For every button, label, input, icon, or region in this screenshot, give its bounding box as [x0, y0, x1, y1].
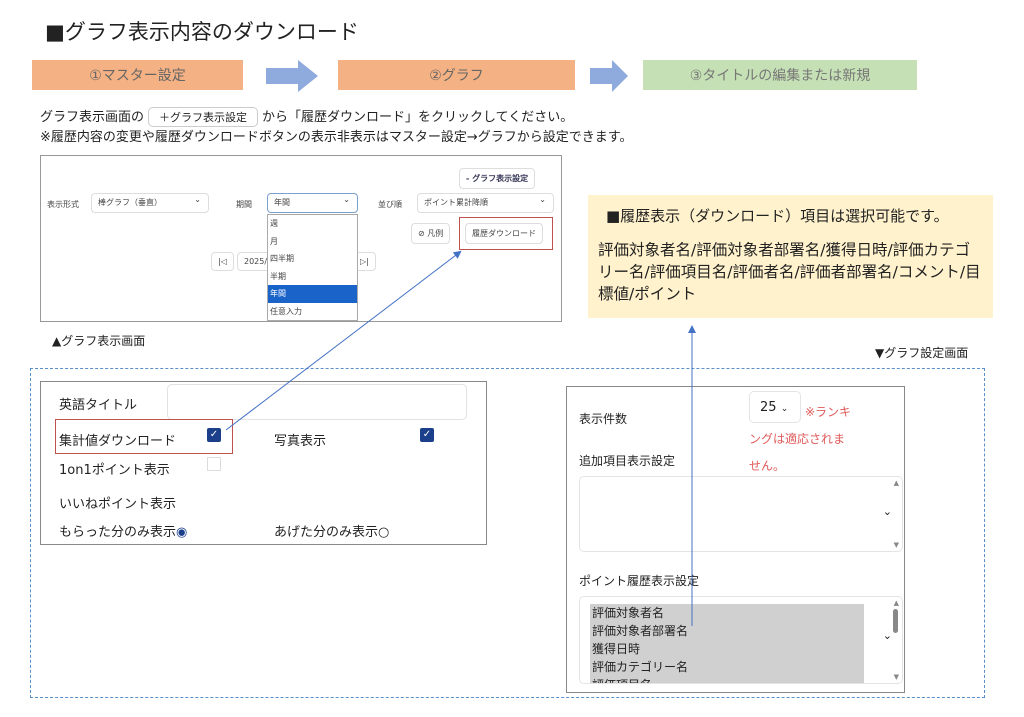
- received-only-label: もらった分のみ表示: [59, 525, 177, 540]
- count-select[interactable]: 25 ⌄: [749, 391, 801, 423]
- aggregate-download-label: 集計値ダウンロード: [59, 434, 177, 449]
- period-select[interactable]: 年間: [267, 193, 358, 213]
- prev-period-button[interactable]: |◁: [211, 252, 234, 271]
- count-value: 25: [760, 400, 777, 415]
- left-settings-panel: 英語タイトル 集計値ダウンロード ✓ 写真表示 ✓ 1on1ポイント表示 いいね…: [40, 381, 487, 545]
- page-title: ■グラフ表示内容のダウンロード: [45, 20, 359, 44]
- instruction-text: から「履歴ダウンロード」をクリックしてください。: [262, 110, 574, 125]
- photo-label: 写真表示: [274, 434, 327, 449]
- legend-button[interactable]: ⊘ 凡例: [411, 223, 451, 244]
- arrow-right-icon: [590, 60, 628, 92]
- history-download-button[interactable]: 履歴ダウンロード: [465, 223, 543, 244]
- chevron-down-icon: ⌄: [882, 629, 892, 642]
- period-option[interactable]: 四半期: [270, 254, 294, 263]
- graph-screen-caption: ▲グラフ表示画面: [52, 334, 146, 348]
- display-label: 表示形式: [47, 200, 79, 209]
- period-dropdown: 週 月 四半期 半期 年間 任意入力: [267, 214, 358, 321]
- instruction-text: グラフ表示画面の: [40, 110, 145, 125]
- graph-settings-button-sample: ＋グラフ表示設定: [148, 107, 259, 127]
- step-title-edit: ③タイトルの編集または新規: [643, 60, 917, 90]
- scroll-down-icon[interactable]: ▼: [893, 541, 899, 549]
- point-history-label: ポイント履歴表示設定: [579, 574, 700, 588]
- scroll-down-icon[interactable]: ▼: [893, 673, 899, 681]
- english-title-label: 英語タイトル: [59, 398, 138, 413]
- arrow-right-icon: [266, 60, 318, 92]
- like-points-label: いいねポイント表示: [59, 497, 177, 512]
- period-label: 期間: [236, 200, 252, 209]
- radio-unchecked-icon[interactable]: ○: [378, 525, 390, 540]
- note-heading: ■履歴表示（ダウンロード）項目は選択可能です。: [606, 207, 949, 225]
- settings-screen-frame: [30, 368, 985, 698]
- sort-label: 並び順: [378, 200, 402, 209]
- right-settings-panel: 表示件数 25 ⌄ ※ランキングは適応されません。 追加項目表示設定 ▲ ⌄ ▼…: [566, 386, 905, 693]
- given-only-label: あげた分のみ表示: [274, 525, 379, 540]
- extra-items-label: 追加項目表示設定: [579, 454, 676, 468]
- count-label: 表示件数: [579, 412, 628, 426]
- ranking-note: ※ランキングは適応されません。: [749, 405, 852, 473]
- period-option-selected[interactable]: 年間: [268, 285, 357, 303]
- display-select[interactable]: 棒グラフ（垂直）: [91, 193, 209, 213]
- given-only-option[interactable]: あげた分のみ表示○: [274, 521, 389, 540]
- step-graph: ②グラフ: [338, 60, 575, 90]
- scroll-up-icon[interactable]: ▲: [893, 479, 899, 487]
- note-body: 評価対象者名/評価対象者部署名/獲得日時/評価カテゴリー名/評価項目名/評価者名…: [598, 241, 981, 303]
- sort-select[interactable]: ポイント累計降順: [417, 193, 554, 213]
- list-item[interactable]: 評価対象者名: [592, 606, 665, 620]
- list-item[interactable]: 評価項目名: [592, 676, 864, 683]
- graph-screen-screenshot: - グラフ表示設定 表示形式 棒グラフ（垂直） 期間 年間 並び順 ポイント累計…: [40, 155, 562, 322]
- one-on-one-label: 1on1ポイント表示: [59, 463, 170, 478]
- received-only-option[interactable]: もらった分のみ表示◉: [59, 521, 187, 540]
- point-history-listbox[interactable]: 評価対象者名 評価対象者部署名 獲得日時 評価カテゴリー名 評価項目名 ▲ ⌄ …: [579, 596, 903, 684]
- scroll-up-icon[interactable]: ▲: [893, 599, 899, 607]
- list-item[interactable]: 評価カテゴリー名: [592, 660, 689, 674]
- chevron-down-icon: ⌄: [780, 404, 789, 414]
- instruction-line-2: ※履歴内容の変更や履歴ダウンロードボタンの表示非表示はマスター設定→グラフから設…: [40, 130, 633, 145]
- scrollbar-thumb[interactable]: [893, 609, 898, 633]
- one-on-one-checkbox[interactable]: [207, 457, 221, 471]
- aggregate-download-checkbox[interactable]: ✓: [207, 428, 221, 442]
- period-option[interactable]: 半期: [270, 271, 286, 281]
- chevron-down-icon: ⌄: [882, 505, 892, 518]
- legend-label: 凡例: [427, 229, 444, 238]
- instruction-line-1: グラフ表示画面の＋グラフ表示設定から「履歴ダウンロード」をクリックしてください。: [40, 106, 573, 127]
- period-option[interactable]: 任意入力: [270, 306, 302, 316]
- period-option[interactable]: 月: [270, 236, 278, 246]
- photo-checkbox[interactable]: ✓: [420, 428, 434, 442]
- extra-items-listbox[interactable]: ▲ ⌄ ▼: [579, 476, 903, 552]
- eye-off-icon: ⊘: [418, 229, 425, 238]
- english-title-input[interactable]: [167, 384, 467, 420]
- graph-settings-button[interactable]: - グラフ表示設定: [459, 168, 536, 189]
- period-option[interactable]: 週: [270, 219, 278, 228]
- list-item[interactable]: 獲得日時: [592, 642, 641, 656]
- radio-checked-icon[interactable]: ◉: [176, 525, 188, 540]
- settings-caption: ▼グラフ設定画面: [875, 346, 969, 360]
- note-box: ■履歴表示（ダウンロード）項目は選択可能です。 評価対象者名/評価対象者部署名/…: [588, 195, 993, 318]
- list-item[interactable]: 評価対象者部署名: [592, 624, 689, 638]
- step-master-settings: ①マスター設定: [32, 60, 243, 90]
